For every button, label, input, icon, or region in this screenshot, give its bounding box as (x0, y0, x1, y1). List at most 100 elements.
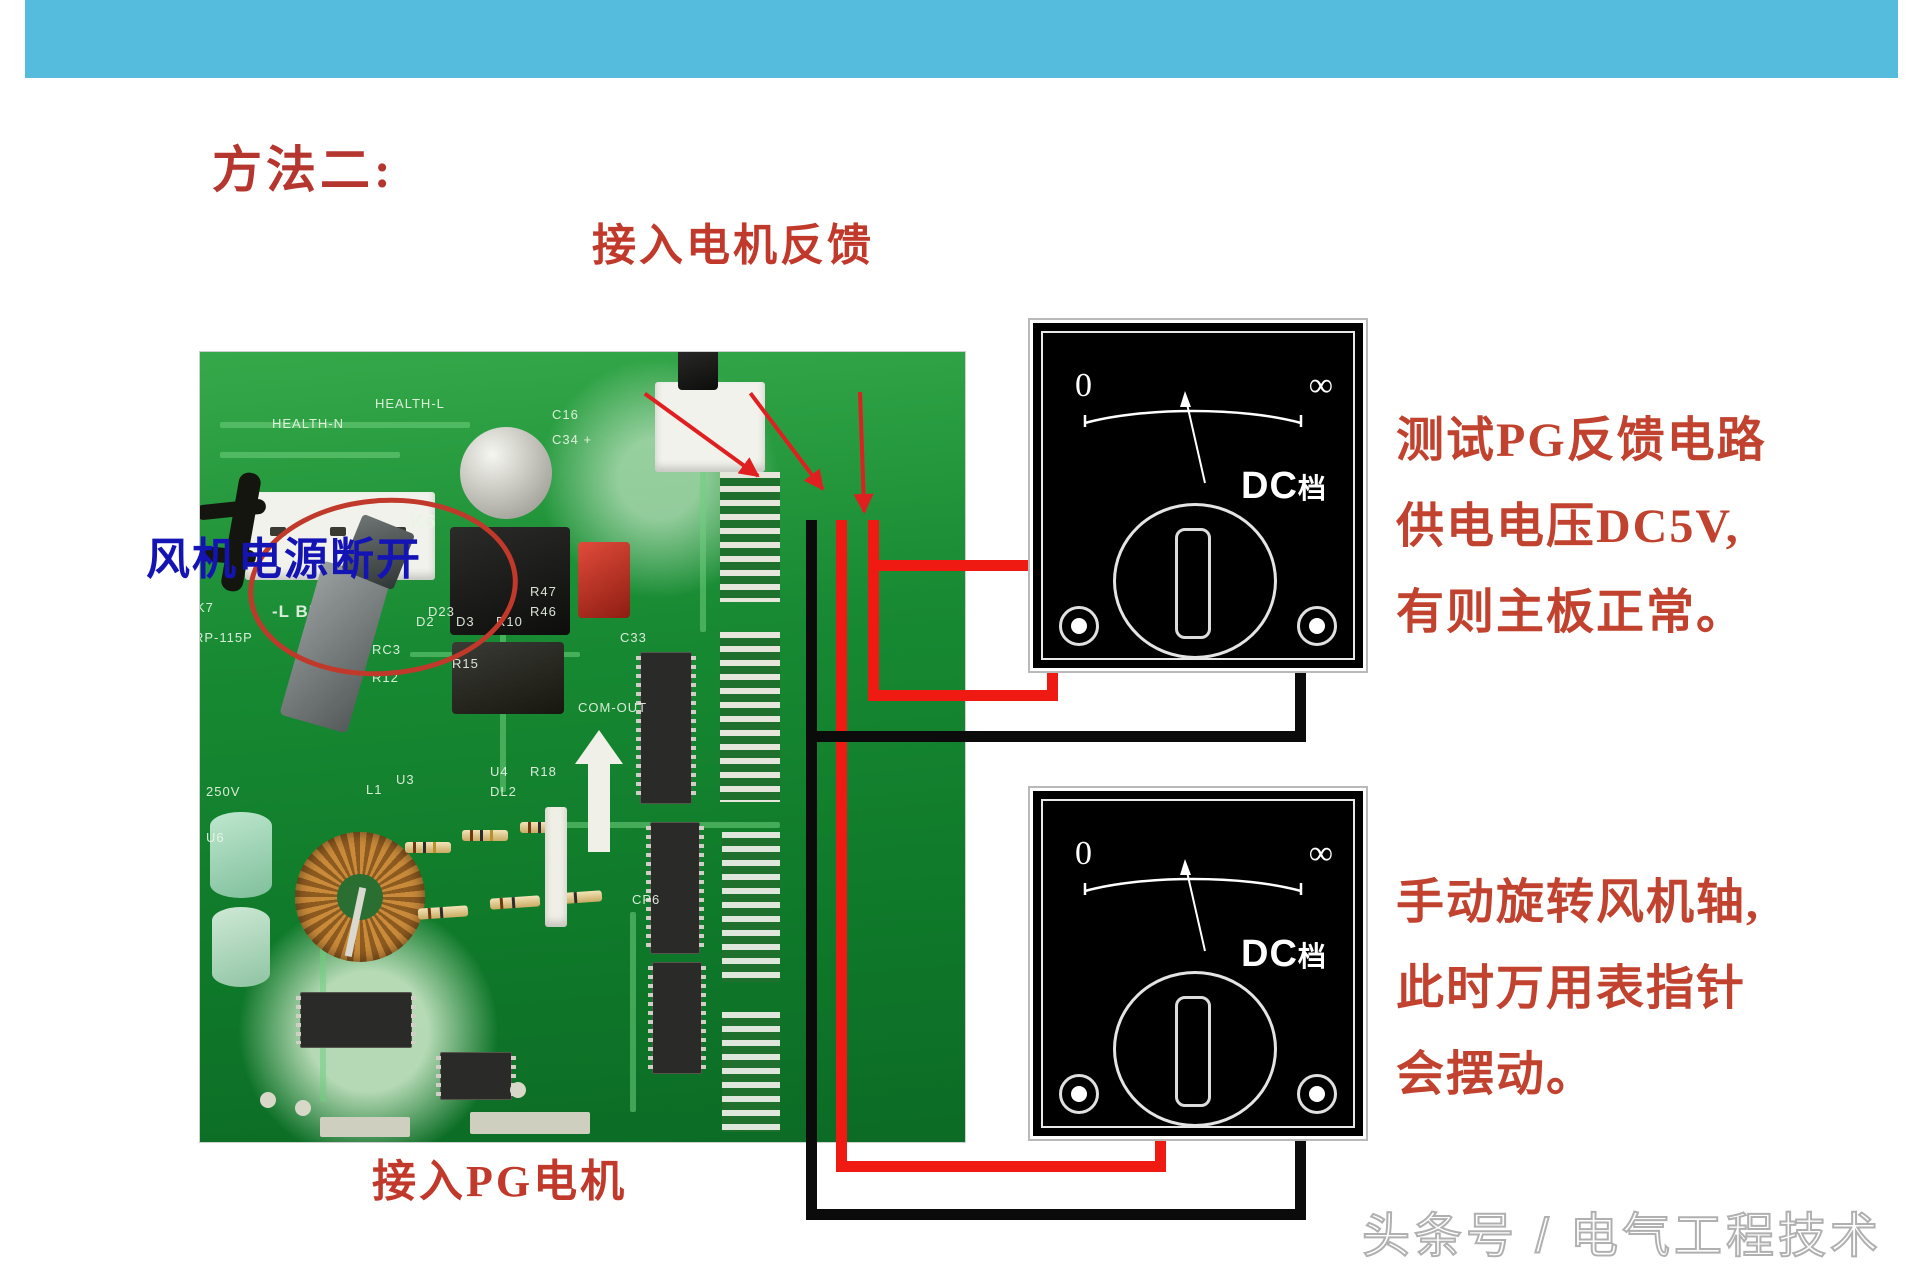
meter-scale-zero: 0 (1075, 835, 1092, 872)
fan-power-disconnect-label: 风机电源断开 (146, 535, 422, 584)
pcb-silk-health-l: HEALTH-L (375, 396, 445, 411)
note-bottom-line-1: 手动旋转风机轴, (1396, 876, 1761, 929)
meter-scale-graphic (1083, 859, 1303, 952)
wire-black-to-bottom-meter (806, 1209, 1306, 1220)
pcb-trace (220, 422, 470, 428)
pcb-pad-row (320, 1117, 410, 1137)
pcb-silk-u3: U3 (396, 772, 415, 787)
meter-jack-negative[interactable] (1059, 1074, 1099, 1114)
note-bottom-block: 手动旋转风机轴, 此时万用表指针 会摆动。 (1396, 862, 1760, 1104)
pcb-silk-u4: U4 (490, 764, 509, 779)
pcb-pad (295, 1100, 311, 1116)
pcb-silk-arrow (588, 752, 610, 852)
pcb-silk-r10: R10 (496, 614, 523, 629)
meter-jack-negative[interactable] (1059, 606, 1099, 646)
pcb-silk-r46: R46 (530, 604, 557, 619)
meter-mode-cn: 档 (1297, 474, 1327, 505)
wire-black-top-riser (1295, 648, 1306, 742)
pcb-silk-rp115p: RP-115P (200, 630, 253, 645)
meter-jack-positive[interactable] (1297, 606, 1337, 646)
pcb-ic (648, 962, 706, 1074)
page-title: 方法二: (212, 142, 395, 198)
pcb-silk-d23: D23 (428, 604, 455, 619)
pcb-silk-k6: K6 (410, 512, 437, 533)
pcb-silk-r47: R47 (530, 584, 557, 599)
note-top-line-3: 有则主板正常。 (1396, 586, 1747, 639)
pcb-ic (436, 1052, 516, 1100)
connector-pin (270, 527, 286, 536)
pcb-component (545, 807, 567, 927)
meter-mode-dc: DC (1241, 465, 1298, 507)
multimeter-top[interactable]: 0 ∞ DC档 (1030, 320, 1366, 671)
pcb-ic (636, 652, 696, 804)
pcb-capacitor (460, 427, 552, 519)
wire-red-5v-top (868, 560, 1058, 571)
meter-dial-slot (1175, 528, 1211, 639)
note-top-line-2: 供电电压DC5V, (1396, 500, 1740, 553)
multimeter-bottom[interactable]: 0 ∞ DC档 (1030, 788, 1366, 1139)
pcb-silk-d2: D2 (416, 614, 435, 629)
meter-mode-cn: 档 (1297, 942, 1327, 973)
pcb-film-cap (210, 812, 272, 898)
wire-red-gnd-horizontal (836, 1161, 1166, 1172)
pcb-pad (510, 1082, 526, 1098)
meter-dial[interactable] (1113, 503, 1277, 659)
wire-red-gnd-vertical (836, 520, 847, 1172)
meter-scale-zero: 0 (1075, 367, 1092, 404)
pcb-pin-header (720, 632, 780, 802)
note-top-block: 测试PG反馈电路 供电电压DC5V, 有则主板正常。 (1396, 400, 1767, 642)
meter-mode-label: DC档 (1241, 933, 1327, 976)
pcb-silk-r15: R15 (452, 656, 479, 671)
pcb-silk-c16: C16 (552, 407, 579, 422)
pcb-relay (452, 642, 564, 714)
pg-motor-label: 接入PG电机 (372, 1157, 628, 1206)
pcb-pin-header (722, 832, 780, 982)
meter-jack-positive[interactable] (1297, 1074, 1337, 1114)
top-banner (25, 0, 1898, 78)
note-bottom-line-2: 此时万用表指针 (1396, 962, 1747, 1015)
meter-scale-infinity: ∞ (1308, 835, 1333, 872)
note-top-line-1: 测试PG反馈电路 (1396, 414, 1767, 467)
pcb-silk-cp6: CP6 (632, 892, 661, 907)
pcb-trace (220, 452, 400, 458)
wire-red-pgf-horizontal (868, 690, 1058, 701)
pcb-silk-250v: 250V (206, 784, 241, 799)
pcb-silk-r18: R18 (530, 764, 557, 779)
pcb-silk-k7: K7 (200, 600, 214, 615)
pcb-silk-com-out: COM-OUT (578, 700, 648, 715)
pcb-pin-header (720, 472, 780, 602)
meter-dial[interactable] (1113, 971, 1277, 1127)
meter-bezel (1041, 799, 1355, 1128)
meter-scale-infinity: ∞ (1308, 367, 1333, 404)
pcb-silk-u6: U6 (206, 830, 225, 845)
pcb-trace (700, 472, 706, 632)
wire-black-to-top-meter (806, 731, 1306, 742)
pcb-silk-c33: C33 (620, 630, 647, 645)
note-bottom-line-3: 会摆动。 (1396, 1048, 1597, 1101)
wire-black-bottom-riser (1295, 1116, 1306, 1220)
watermark: 头条号 / 电气工程技术 (1361, 1209, 1882, 1264)
pcb-pin-header (722, 1012, 780, 1132)
motor-feedback-label: 接入电机反馈 (592, 221, 874, 270)
pcb-silk-r12: R12 (372, 670, 399, 685)
pcb-silk-c34: C34 + (552, 432, 593, 447)
meter-bezel (1041, 331, 1355, 660)
pcb-pad (260, 1092, 276, 1108)
wire-red-pgf-vertical (868, 520, 879, 700)
pcb-silk-health-n: HEALTH-N (272, 416, 345, 431)
wire-red-jack-stub (1047, 667, 1058, 691)
meter-scale-graphic (1083, 391, 1303, 484)
pcb-pad-row (470, 1112, 590, 1134)
pcb-red-component (578, 542, 630, 618)
pcb-silk-rc3: RC3 (372, 642, 402, 657)
pg-connector-shroud (678, 352, 718, 390)
wire-black-vertical (806, 520, 817, 1220)
pcb-silk-d3: D3 (456, 614, 475, 629)
pcb-photo: -L BK (200, 352, 965, 1142)
connector-pin (330, 527, 346, 536)
pcb-film-cap (212, 907, 270, 987)
pcb-silk-l1: L1 (366, 782, 383, 797)
pcb-ic (296, 992, 416, 1048)
pcb-relay (450, 527, 570, 635)
